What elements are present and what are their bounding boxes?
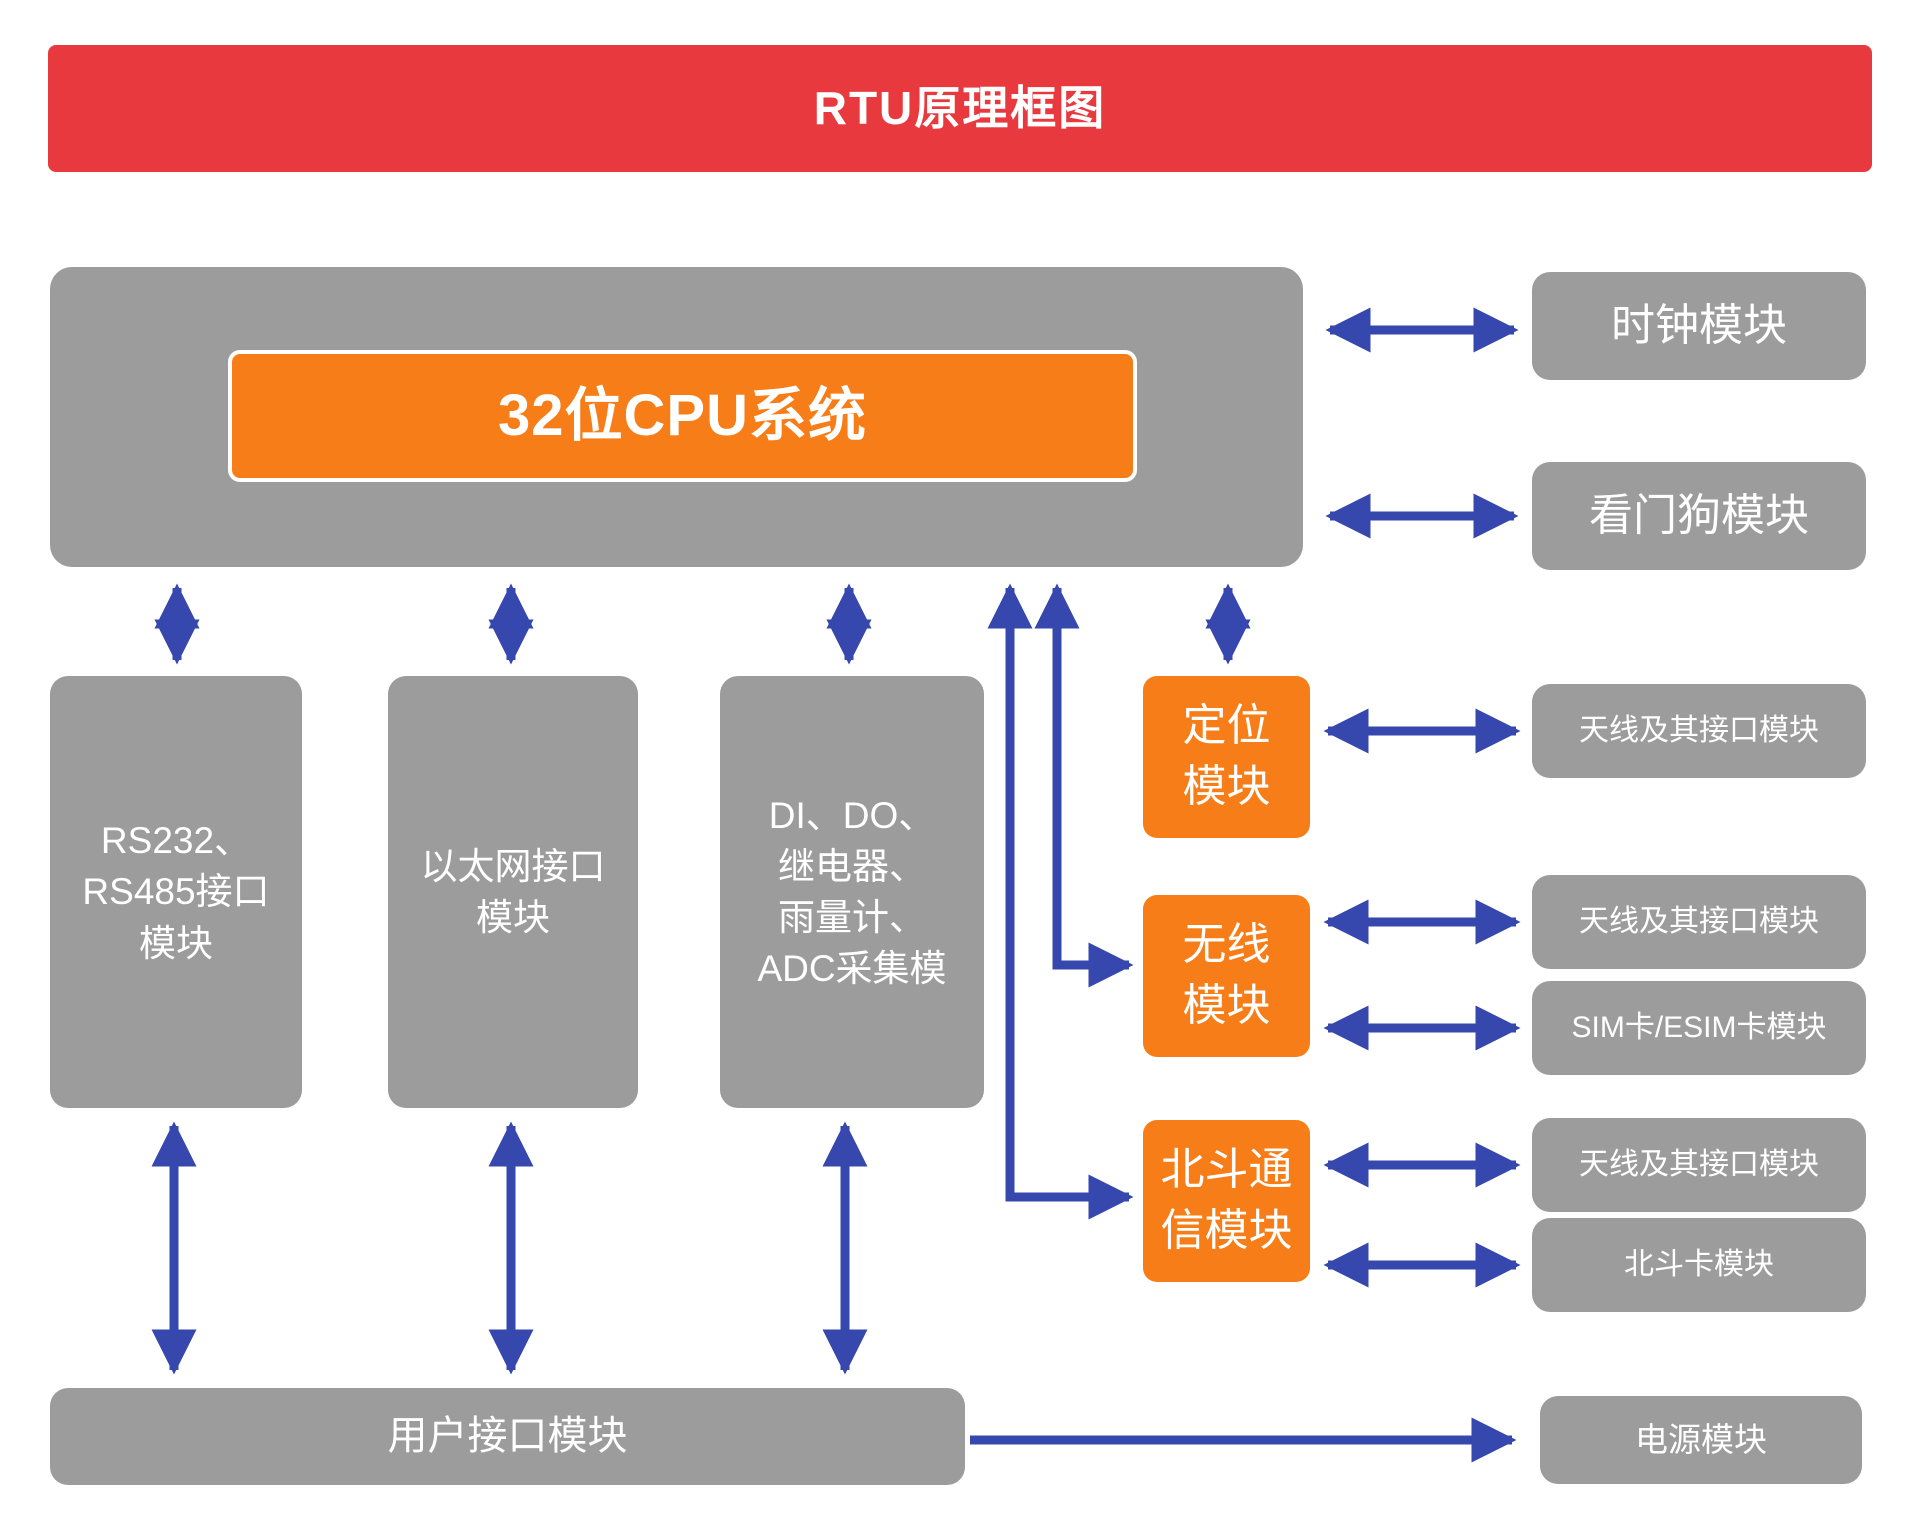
user-interface-module-box: 用户接口模块 xyxy=(50,1388,965,1485)
arrow-cpu-wireless xyxy=(1034,583,1134,988)
wireless-module-box: 无线 模块 xyxy=(1143,895,1310,1057)
beidou-module-box: 北斗通 信模块 xyxy=(1143,1120,1310,1282)
antenna-module-box-1: 天线及其接口模块 xyxy=(1532,684,1866,778)
power-module-box: 电源模块 xyxy=(1540,1396,1862,1484)
clock-module-box: 时钟模块 xyxy=(1532,272,1866,380)
cpu-system-box: 32位CPU系统 xyxy=(228,350,1137,482)
beidou-card-module-box: 北斗卡模块 xyxy=(1532,1218,1866,1312)
gps-module-box: 定位 模块 xyxy=(1143,676,1310,838)
rs232-module-box: RS232、 RS485接口 模块 xyxy=(50,676,302,1108)
ethernet-module-box: 以太网接口 模块 xyxy=(388,676,638,1108)
arrow-cpu-beidou xyxy=(987,583,1134,1220)
antenna-module-box-3: 天线及其接口模块 xyxy=(1532,1118,1866,1212)
watchdog-module-box: 看门狗模块 xyxy=(1532,462,1866,570)
title-banner: RTU原理框图 xyxy=(48,45,1872,172)
antenna-module-box-2: 天线及其接口模块 xyxy=(1532,875,1866,969)
dio-adc-module-box: DI、DO、 继电器、 雨量计、 ADC采集模 xyxy=(720,676,984,1108)
sim-card-module-box: SIM卡/ESIM卡模块 xyxy=(1532,981,1866,1075)
